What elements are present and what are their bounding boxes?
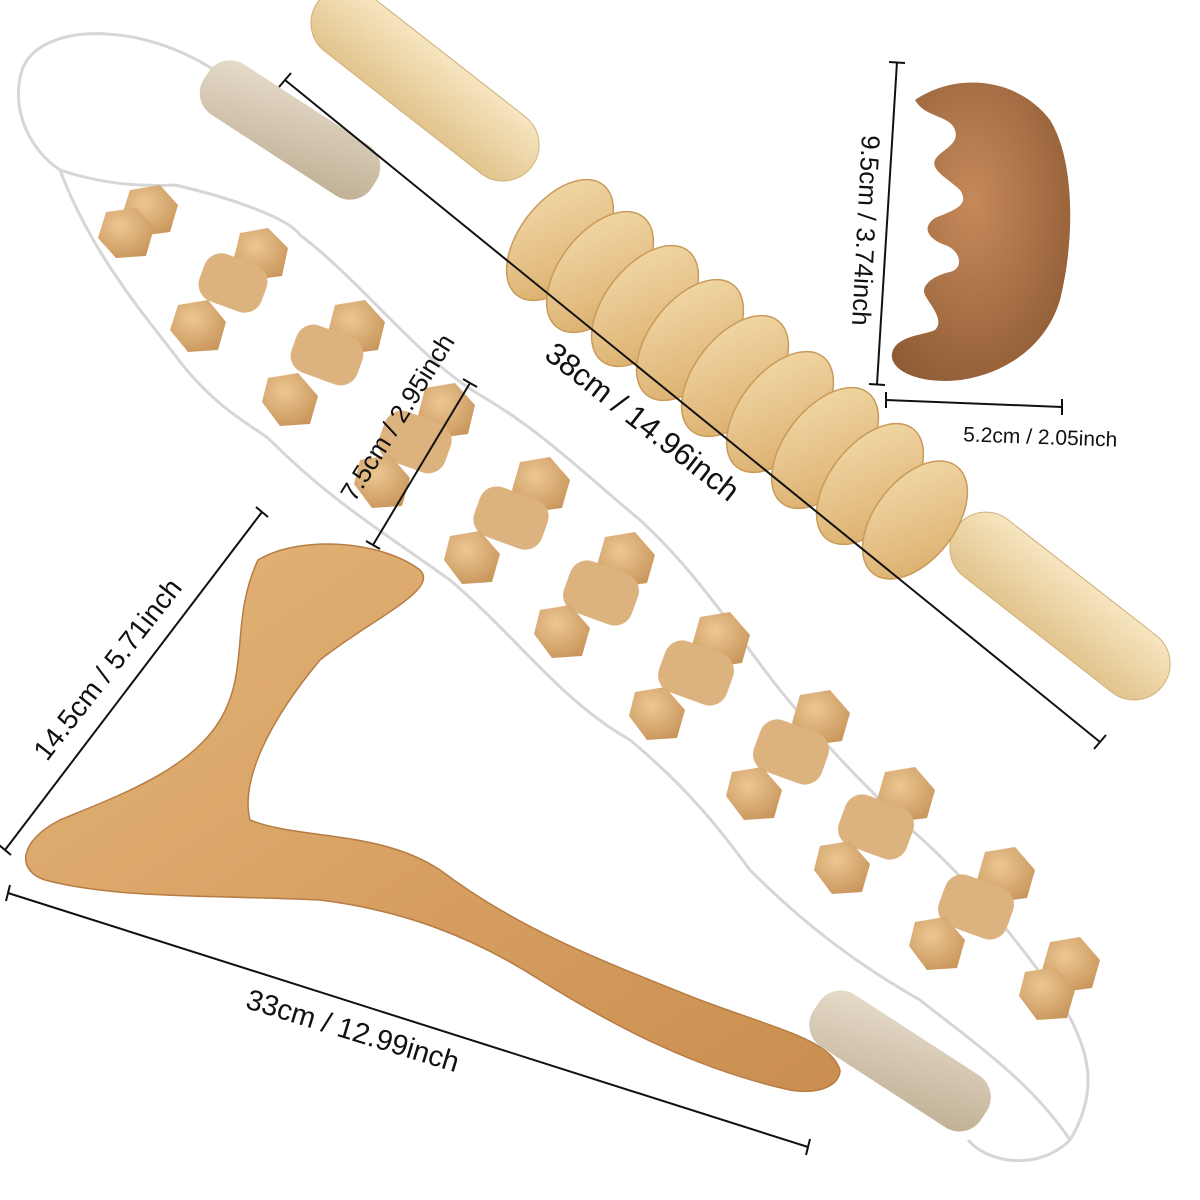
massager-handle-bottom	[809, 990, 991, 1132]
lymphatic-drainage-board	[25, 543, 841, 1092]
roller-wheels	[505, 178, 969, 580]
bead-cluster-8	[726, 690, 850, 820]
comb-height-line	[876, 61, 898, 385]
bead-cluster-1	[98, 185, 178, 258]
bead-cluster-9	[814, 767, 935, 894]
bead-cluster-6	[534, 532, 655, 658]
comb-height-label: 9.5cm / 3.74inch	[846, 134, 886, 326]
board-length-label: 33cm / 12.99inch	[242, 984, 463, 1079]
bead-cord-massager	[17, 32, 1100, 1163]
bead-width-line	[372, 382, 471, 546]
board-length-line	[7, 892, 809, 1148]
board-height-line	[4, 511, 263, 851]
roller-handle-bottom	[949, 511, 1171, 701]
bead-cluster-5	[444, 457, 570, 584]
comb-width-line	[885, 399, 1063, 408]
roller-handle-top	[310, 0, 540, 182]
bead-cluster-2	[170, 228, 288, 352]
dimension-lines	[0, 61, 1107, 1156]
massager-cords	[17, 32, 1090, 1163]
bead-cluster-3	[262, 300, 385, 426]
wooden-roller	[310, 0, 1171, 701]
massager-handle-top	[199, 60, 381, 200]
bead-cluster-10	[909, 847, 1035, 970]
roller-dimension-line	[284, 79, 1101, 743]
bead-cluster-7	[629, 612, 750, 740]
board-height-label: 14.5cm / 5.71inch	[27, 573, 188, 766]
bead-cluster-11	[1019, 937, 1100, 1020]
wooden-massage-comb	[891, 82, 1071, 381]
comb-width-label: 5.2cm / 2.05inch	[963, 423, 1118, 451]
